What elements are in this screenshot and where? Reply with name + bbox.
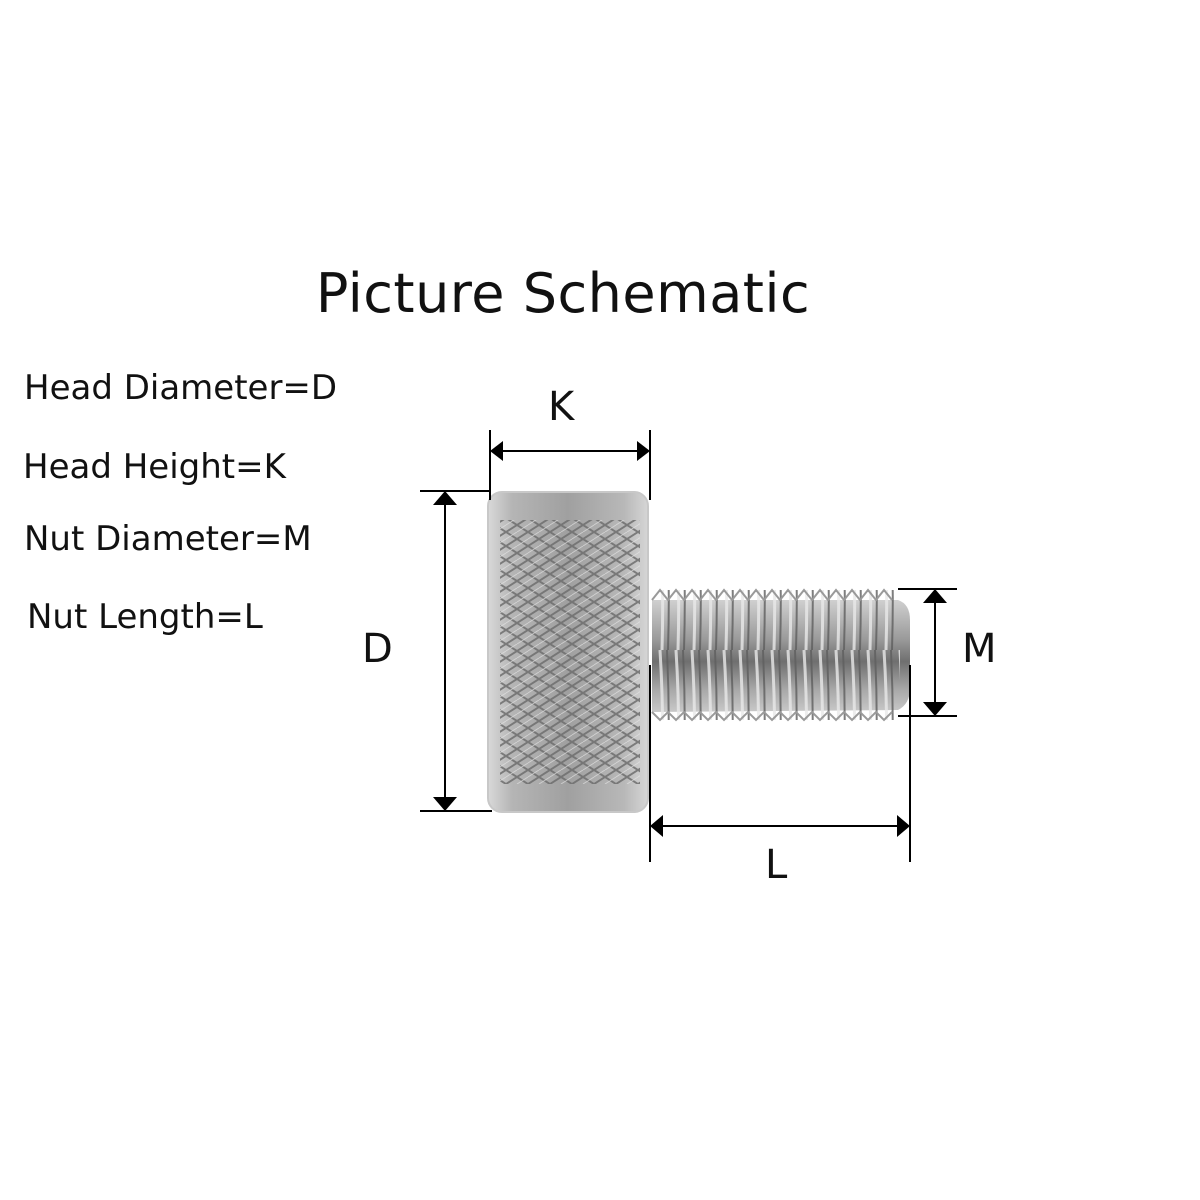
diagram-title: Picture Schematic [315, 262, 811, 325]
knurled-head [487, 491, 649, 813]
dimension-label-d: D [362, 626, 393, 672]
legend-head-height: Head Height=K [23, 447, 286, 487]
threaded-shaft [651, 588, 910, 722]
dimension-label-m: M [962, 626, 997, 672]
legend-head-diameter: Head Diameter=D [24, 368, 338, 408]
legend-nut-diameter: Nut Diameter=M [24, 519, 312, 559]
legend-nut-length: Nut Length=L [27, 597, 263, 637]
dimension-arrowheads [433, 441, 947, 837]
dimension-label-l: L [765, 842, 788, 888]
dimension-lines [420, 430, 957, 862]
dimension-label-k: K [548, 384, 575, 430]
